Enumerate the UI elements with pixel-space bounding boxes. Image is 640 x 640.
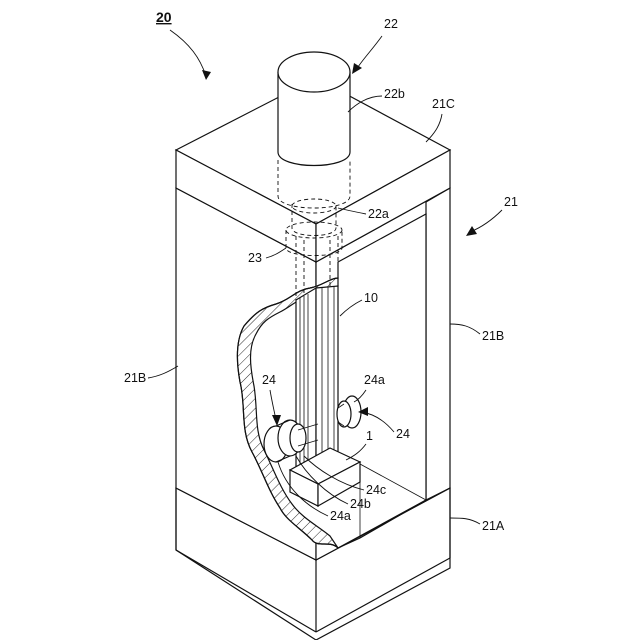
label-side-wall-right: 21B — [482, 329, 504, 343]
leader-housing-base — [450, 518, 480, 524]
label-roller-right-part: 24a — [364, 373, 385, 387]
label-housing-base: 21A — [482, 519, 505, 533]
label-side-wall-left: 21B — [124, 371, 146, 385]
leader-motor — [356, 36, 382, 70]
label-rod: 10 — [364, 291, 378, 305]
label-part-b: 24b — [350, 497, 371, 511]
label-part-c: 24c — [366, 483, 386, 497]
label-motor-shaft: 22a — [368, 207, 389, 221]
leader-side-wall-right — [450, 324, 480, 334]
label-motor: 22 — [384, 17, 398, 31]
label-block: 1 — [366, 429, 373, 443]
leader-housing — [470, 210, 502, 232]
label-assembly: 20 — [156, 9, 172, 25]
label-roller-left-part: 24a — [330, 509, 351, 523]
label-coupling: 23 — [248, 251, 262, 265]
label-roller-right: 24 — [396, 427, 410, 441]
label-motor-body: 22b — [384, 87, 405, 101]
label-housing-top: 21C — [432, 97, 455, 111]
label-housing: 21 — [504, 195, 518, 209]
leader-side-wall-left — [148, 366, 178, 378]
leader-assembly — [170, 30, 206, 76]
label-roller-left: 24 — [262, 373, 276, 387]
motor-body — [278, 52, 350, 166]
